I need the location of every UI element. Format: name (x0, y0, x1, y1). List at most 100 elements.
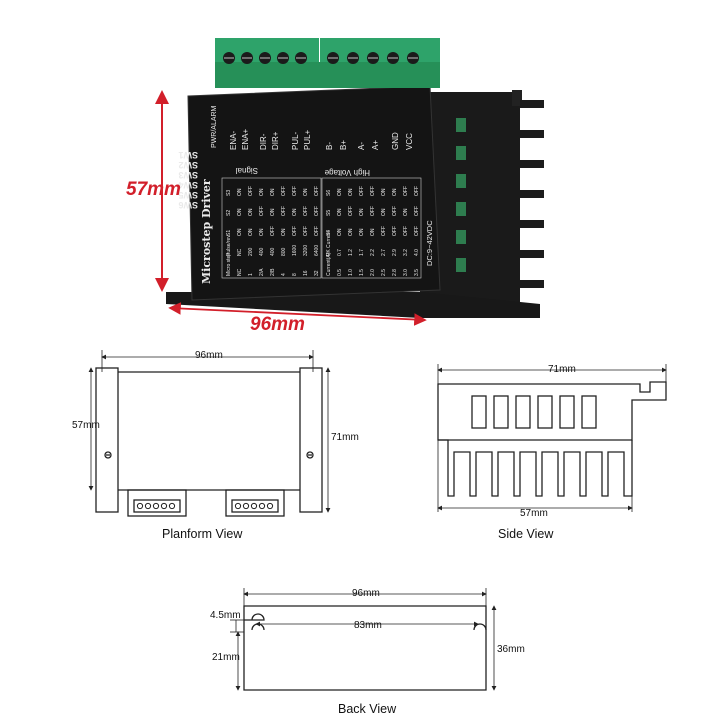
table-cell: OFF (414, 206, 420, 216)
table-cell: ON (337, 228, 343, 236)
table-cell: 4.0 (414, 249, 420, 256)
driver-body (187, 85, 441, 301)
back-offset-label: 4.5mm (210, 610, 241, 621)
pwr-alarm-label: PWR/ALARM (211, 105, 218, 148)
table-cell: ON (392, 188, 398, 196)
planform-caption: Planform View (162, 527, 243, 541)
table-cell: ON (337, 208, 343, 216)
terminal-label: PUL+ (303, 129, 312, 150)
planform-height-right-label: 71mm (331, 432, 359, 443)
switch-label: SW1 (178, 150, 198, 160)
table-cell: 6400 (314, 245, 320, 256)
table-cell: ON (281, 228, 287, 236)
table-cell: 4 (281, 273, 287, 276)
table-cell: ON (337, 188, 343, 196)
terminal-label: A- (357, 142, 366, 150)
table-cell: 0.7 (337, 249, 343, 256)
table-cell: OFF (303, 226, 309, 236)
table-cell: 1 (248, 273, 254, 276)
table-cell: OFF (370, 206, 376, 216)
table-cell: PK Current (326, 231, 332, 256)
table-cell: 400 (259, 247, 265, 256)
table-cell: ON (348, 228, 354, 236)
terminal-label: ENA- (229, 131, 238, 150)
terminal-label: DIR+ (271, 131, 280, 150)
table-cell: 0.5 (337, 269, 343, 276)
terminal-label: A+ (371, 140, 380, 150)
table-cell: S6 (326, 190, 332, 196)
table-cell: OFF (314, 226, 320, 236)
table-cell: Pulse/rev (226, 235, 232, 256)
table-cell: 3.2 (403, 249, 409, 256)
switch-label: SW6 (178, 200, 198, 210)
table-cell: 1.0 (348, 269, 354, 276)
back-height-left-label: 21mm (212, 652, 240, 663)
switch-label: SW4 (178, 180, 198, 190)
terminal-block (215, 38, 440, 88)
table-cell: NC (237, 268, 243, 276)
table-cell: 1.5 (359, 269, 365, 276)
side-caption: Side View (498, 527, 554, 541)
step-table: Micro stepPulse/revS1S2S3NCNCONONON1200O… (221, 177, 322, 279)
table-cell: OFF (281, 206, 287, 216)
table-cell: ON (292, 208, 298, 216)
table-cell: ON (403, 208, 409, 216)
photo-width-label: 96mm (250, 314, 305, 335)
terminal-label: GND (391, 132, 400, 150)
table-cell: OFF (281, 186, 287, 196)
table-cell: OFF (414, 226, 420, 236)
table-cell: S4 (326, 230, 332, 236)
side-view (437, 364, 667, 512)
table-cell: ON (237, 228, 243, 236)
table-cell: S1 (226, 230, 232, 236)
table-cell: ON (348, 188, 354, 196)
table-cell: OFF (359, 186, 365, 196)
table-cell: NC (237, 248, 243, 256)
table-cell: ON (237, 188, 243, 196)
table-cell: 3.0 (403, 269, 409, 276)
table-frame (321, 177, 422, 279)
table-cell: ON (381, 188, 387, 196)
table-cell: 3200 (303, 245, 309, 256)
table-cell: ON (303, 188, 309, 196)
table-cell: OFF (292, 226, 298, 236)
brand-text: Microstep Driver (200, 179, 213, 284)
back-width-label: 96mm (352, 588, 380, 599)
high-voltage-label: High Voltage (324, 168, 370, 177)
table-cell: ON (248, 208, 254, 216)
back-inner-width-label: 83mm (354, 620, 382, 631)
planform-view (88, 350, 331, 517)
signal-label: Signal (236, 166, 258, 175)
table-cell: 2.5 (381, 269, 387, 276)
width-dim-line (168, 302, 427, 326)
table-cell: S2 (226, 210, 232, 216)
table-cell: 8 (292, 273, 298, 276)
table-cell: ON (259, 188, 265, 196)
back-view (230, 588, 497, 691)
table-cell: 16 (303, 270, 309, 276)
terminal-label: B- (325, 142, 334, 150)
back-caption: Back View (338, 702, 397, 716)
current-table: Current(A)PK CurrentS4S5S60.50.7ONONON1.… (321, 177, 422, 279)
table-cell: OFF (270, 226, 276, 236)
table-cell: 800 (281, 247, 287, 256)
driver-photo: PWR/ALARM ENA-ENA+DIR-DIR+PUL-PUL+B-B+A-… (126, 38, 544, 335)
terminal-label: PUL- (291, 131, 300, 150)
side-bottom-dim-label: 57mm (520, 508, 548, 519)
table-cell: ON (248, 228, 254, 236)
table-cell: 2.7 (381, 249, 387, 256)
table-cell: S5 (326, 210, 332, 216)
table-cell: ON (381, 208, 387, 216)
table-cell: ON (237, 208, 243, 216)
table-cell: 2.8 (392, 269, 398, 276)
table-cell: 200 (248, 247, 254, 256)
table-cell: OFF (248, 186, 254, 196)
table-cell: OFF (314, 186, 320, 196)
table-cell: 2.2 (370, 249, 376, 256)
table-cell: 2/A (259, 268, 265, 276)
table-cell: ON (270, 208, 276, 216)
table-cell: S3 (226, 190, 232, 196)
